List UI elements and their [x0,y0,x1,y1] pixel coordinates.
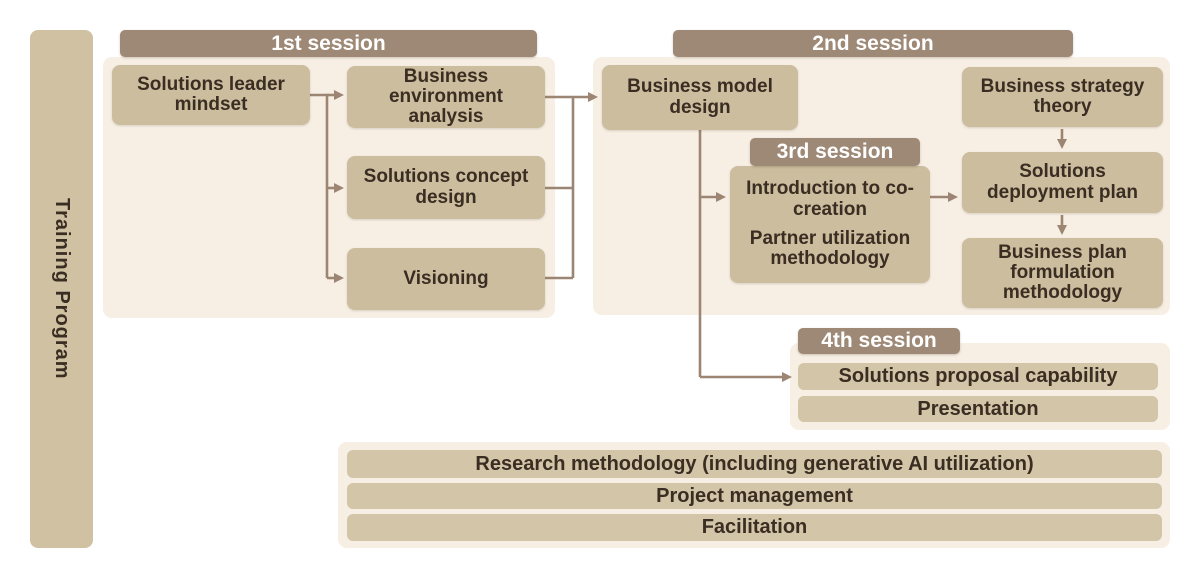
box-business-plan-formulation-methodology: Business plan formulation methodology [962,238,1163,308]
session3-header: 3rd session [750,138,920,166]
box-business-model-design: Business model design [602,65,798,130]
box-line-introduction-co-creation: Introduction to co-creation [746,178,914,220]
box-co-creation-partner-utilization: Introduction to co-creation Partner util… [730,166,930,283]
box-line-partner-utilization: Partner utilization methodology [749,228,911,270]
box-solutions-deployment-plan: Solutions deployment plan [962,152,1163,213]
box-solutions-concept-design: Solutions concept design [347,156,545,219]
bar-project-management: Project management [347,483,1162,509]
bar-presentation: Presentation [798,396,1158,422]
box-business-strategy-theory: Business strategy theory [962,67,1163,127]
box-business-environment-analysis: Business environment analysis [347,66,545,128]
session1-header: 1st session [120,30,537,57]
session4-header: 4th session [798,328,960,354]
training-program-label: Training Program [51,198,73,380]
box-visioning: Visioning [347,248,545,310]
session2-header: 2nd session [673,30,1073,57]
box-solutions-leader-mindset: Solutions leader mindset [112,65,310,125]
bar-research-methodology: Research methodology (including generati… [347,450,1162,478]
bar-solutions-proposal-capability: Solutions proposal capability [798,363,1158,390]
training-program-bar: Training Program [30,30,93,548]
bar-facilitation: Facilitation [347,514,1162,541]
